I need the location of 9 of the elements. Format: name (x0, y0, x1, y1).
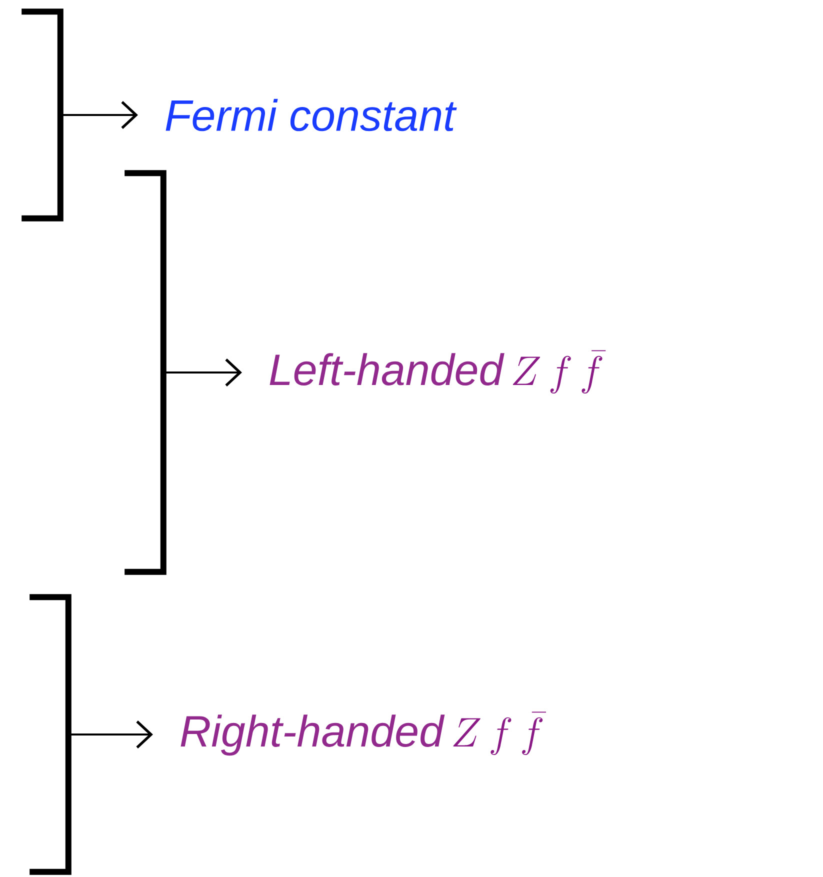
bracket (22, 8, 64, 222)
label-text: Right-handed $Z\,f\,\bar{f}$ (180, 712, 546, 756)
arrow (60, 101, 138, 129)
bracket (124, 170, 166, 575)
label-text: Left-handed $Z\,f\,\bar{f}$ (270, 350, 606, 394)
arrow (163, 358, 242, 386)
bracket (30, 594, 72, 875)
label-text: Fermi constant (166, 98, 457, 132)
arrow (68, 720, 153, 748)
